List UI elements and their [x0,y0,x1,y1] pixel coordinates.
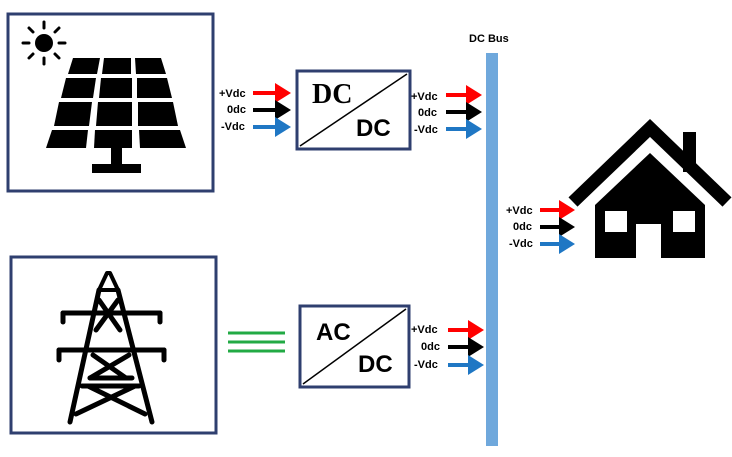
rail-zero-label: 0dc [418,107,437,119]
solar-to-dcdc-rails: +Vdc 0dc -Vdc [219,83,291,137]
house-icon [568,118,732,258]
acdc-converter: AC DC [298,304,411,389]
dcdc-top-label: DC [312,79,352,110]
rail-zero-label: 0dc [227,104,246,116]
ac-connection-lines [228,331,285,353]
rail-zero-label: 0dc [513,221,532,233]
solar-panel-icon [46,58,186,173]
rail-positive-label: +Vdc [219,88,246,100]
rail-negative-label: -Vdc [509,238,533,250]
acdc-to-bus-rails: +Vdc 0dc -Vdc [411,320,484,375]
grid-source-box [9,255,218,435]
rail-positive-label: +Vdc [411,324,438,336]
transmission-tower-icon [56,271,167,425]
rail-negative-label: -Vdc [414,359,438,371]
rail-positive-label: +Vdc [411,91,438,103]
rail-negative-label: -Vdc [221,121,245,133]
rail-negative-label: -Vdc [414,124,438,136]
bus-to-house-rails: +Vdc 0dc -Vdc [506,200,575,254]
dc-bus-label: DC Bus [469,33,509,45]
rail-zero-label: 0dc [421,341,440,353]
rail-positive-label: +Vdc [506,205,533,217]
dcdc-converter: DC DC [295,69,412,151]
sun-icon [21,20,67,66]
acdc-bottom-label: DC [358,351,393,378]
dcdc-bottom-label: DC [356,115,391,142]
dcdc-to-bus-rails: +Vdc 0dc -Vdc [411,85,482,139]
dc-bus-bar [486,53,498,446]
acdc-top-label: AC [316,319,351,346]
